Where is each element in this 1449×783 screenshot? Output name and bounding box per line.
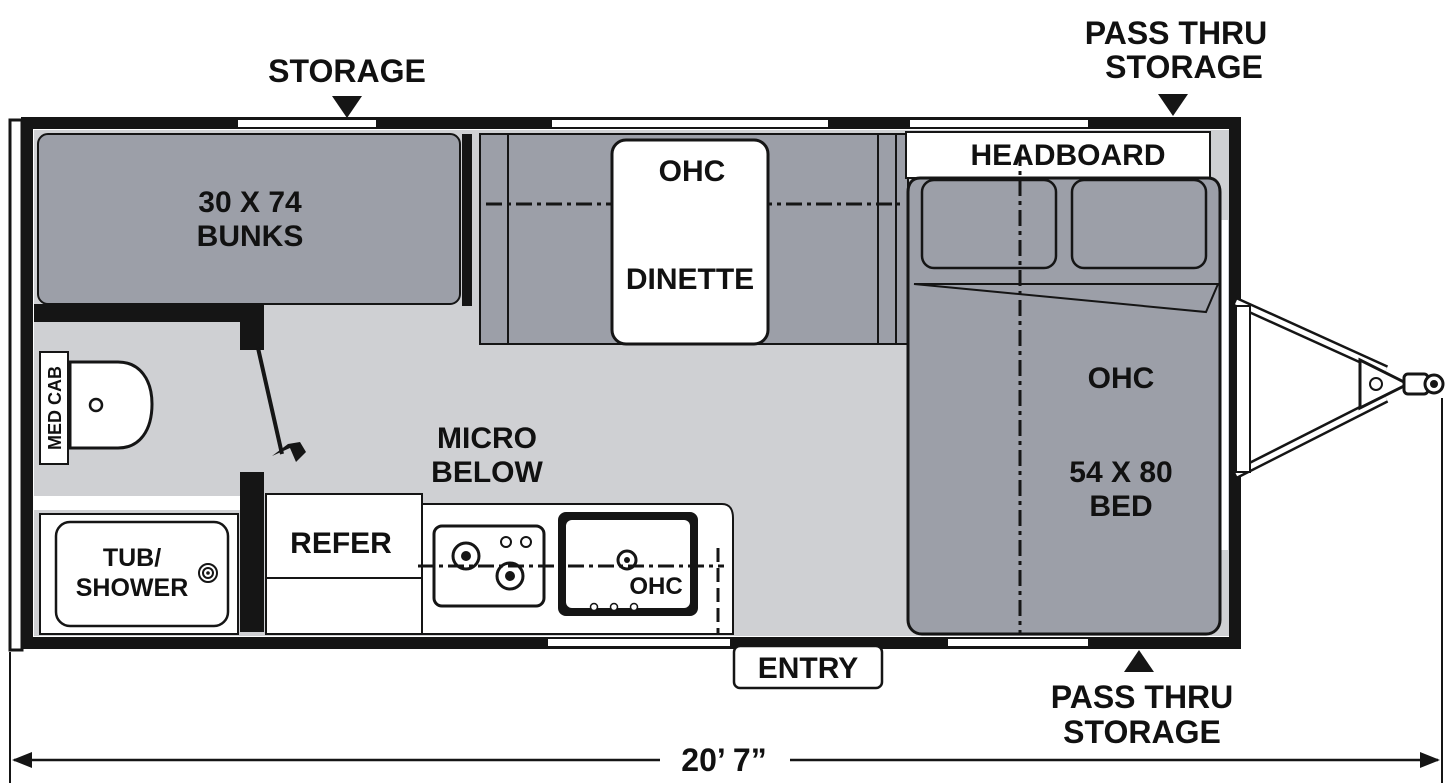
bath-floor-divider bbox=[34, 496, 240, 510]
pillow-left bbox=[920, 178, 1058, 270]
entry-label: ENTRY bbox=[758, 652, 859, 685]
refer-label: REFER bbox=[290, 527, 392, 560]
dinette-seating bbox=[479, 133, 909, 346]
pass-thru-top-label: PASS THRU bbox=[1085, 15, 1268, 51]
bath-wall bbox=[240, 316, 264, 350]
med-cab bbox=[39, 351, 69, 465]
pass-thru-bottom-label-2: STORAGE bbox=[1063, 714, 1221, 750]
micro-label: MICRO bbox=[437, 422, 537, 455]
bath-wall bbox=[240, 472, 264, 632]
bunk-divider-wall bbox=[34, 304, 264, 322]
ohc-dinette-label: OHC bbox=[659, 155, 726, 188]
window bbox=[948, 639, 1088, 646]
sink-icon bbox=[558, 512, 698, 616]
up-triangle-icon bbox=[1124, 650, 1154, 672]
ohc-bed-label: OHC bbox=[1088, 362, 1155, 395]
entry-door bbox=[732, 644, 884, 690]
bunks-size-label: 30 X 74 bbox=[198, 186, 302, 219]
bed-cushion bbox=[906, 176, 1222, 636]
tub-shower bbox=[39, 513, 239, 635]
tub-label: TUB/ bbox=[103, 544, 161, 572]
window bbox=[1221, 220, 1228, 550]
length-label: 20’ 7” bbox=[681, 742, 766, 778]
down-triangle-icon bbox=[332, 96, 362, 118]
tongue-hitch-icon bbox=[1233, 297, 1445, 479]
down-triangle-icon bbox=[1158, 94, 1188, 116]
window bbox=[552, 120, 828, 127]
ohc-kitchen-label: OHC bbox=[629, 573, 682, 600]
pass-thru-top-label-2: STORAGE bbox=[1105, 49, 1263, 85]
storage-top-label: STORAGE bbox=[268, 53, 426, 89]
dinette-table bbox=[610, 138, 770, 346]
shower-label: SHOWER bbox=[76, 574, 189, 602]
window bbox=[238, 120, 376, 127]
bath-door bbox=[256, 347, 284, 455]
bed-label: BED bbox=[1089, 490, 1152, 523]
headboard-label: HEADBOARD bbox=[971, 139, 1166, 172]
door-hinge-icon bbox=[272, 442, 306, 462]
pillow-right bbox=[1070, 178, 1208, 270]
drain-icon bbox=[198, 563, 218, 583]
bed-size-label: 54 X 80 bbox=[1069, 456, 1172, 489]
bunk-end-wall bbox=[462, 134, 472, 306]
window bbox=[548, 639, 730, 646]
pass-thru-bottom-label: PASS THRU bbox=[1051, 679, 1234, 715]
bunks-cushion bbox=[37, 133, 461, 305]
bed-cover-fold bbox=[913, 283, 1220, 314]
med-cab-label: MED CAB bbox=[45, 366, 65, 450]
window bbox=[910, 120, 1088, 127]
length-dimension bbox=[9, 398, 1443, 783]
refer-cabinet bbox=[265, 493, 423, 635]
bunks-label: BUNKS bbox=[197, 220, 304, 253]
micro-below-label: BELOW bbox=[431, 456, 543, 489]
rear-bumper bbox=[8, 118, 24, 652]
toilet-icon bbox=[68, 360, 154, 450]
dinette-label: DINETTE bbox=[626, 263, 754, 296]
